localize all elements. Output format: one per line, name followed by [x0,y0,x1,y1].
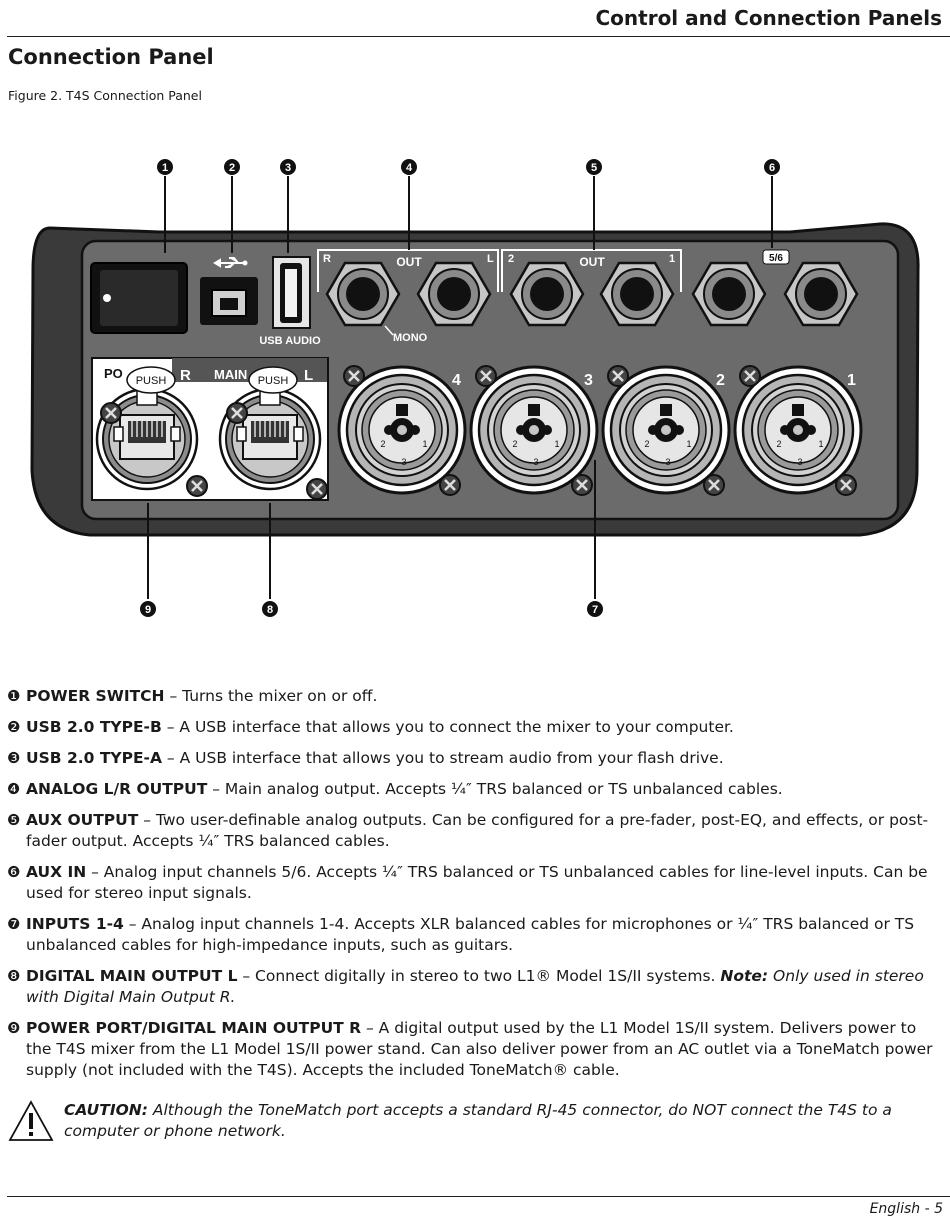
callout-7: 7 [592,604,598,616]
out-l-label: L [487,253,494,265]
note-label: Note: [720,967,769,985]
item-name: AUX OUTPUT [26,811,139,829]
item-name: USB 2.0 TYPE-B [26,718,162,736]
svg-text:1: 1 [818,439,823,449]
item-description: – Two user-definable analog outputs. Can… [26,811,929,850]
list-item: ❼ INPUTS 1-4 – Analog input channels 1-4… [7,914,945,956]
m-badge: M [214,478,223,490]
caution-text: Although the ToneMatch port accepts a st… [64,1101,892,1140]
callout-8: 8 [267,604,273,616]
svg-text:1: 1 [686,439,691,449]
callout-3: 3 [285,162,291,174]
svg-text:3: 3 [401,457,406,467]
item-number: ❶ [7,687,21,705]
aux-out-label: OUT [579,255,605,269]
footer-rule [7,1196,950,1197]
item-description: – A USB interface that allows you to str… [162,749,724,767]
item-description: – A USB interface that allows you to con… [161,718,734,736]
item-number: ❺ [7,811,21,829]
section-title: Connection Panel [8,45,214,69]
svg-text:2: 2 [512,439,517,449]
item-description: – Analog input channels 5/6. Accepts ¼″ … [26,863,928,902]
page-number: English - 5 [869,1201,943,1217]
list-item: ❾ POWER PORT/DIGITAL MAIN OUTPUT R – A d… [7,1018,945,1081]
item-description: – A digital output used by the L1 Model … [26,1019,933,1079]
svg-text:2: 2 [776,439,781,449]
list-item: ❺ AUX OUTPUT – Two user-definable analog… [7,810,945,852]
item-number: ❸ [7,749,21,767]
item-name: AUX IN [26,863,87,881]
callout-1: 1 [162,162,168,174]
input-3-label: 3 [584,372,593,389]
item-number: ❷ [7,718,21,736]
svg-text:3: 3 [797,457,802,467]
input-1-label: 1 [847,372,856,389]
item-description: – Main analog output. Accepts ¼″ TRS bal… [207,780,783,798]
warning-triangle-icon [8,1100,64,1148]
main-r-label: R [180,367,191,384]
list-item: ❹ ANALOG L/R OUTPUT – Main analog output… [7,779,945,800]
item-name: USB 2.0 TYPE-A [26,749,162,767]
push-label-1: PUSH [136,375,167,387]
item-name: INPUTS 1-4 [26,915,124,933]
item-number: ❼ [7,915,21,933]
input-4-label: 4 [452,372,461,389]
item-description: – Turns the mixer on or off. [164,687,378,705]
usb-icon [213,257,248,268]
item-number: ❹ [7,780,21,798]
connection-panel-illustration: USB AUDIO R OUT L 2 OUT 1 5/6 MONO PO R … [30,159,920,617]
input-2-label: 2 [716,372,725,389]
list-item: ❻ AUX IN – Analog input channels 5/6. Ac… [7,862,945,904]
aux-in-label: 5/6 [769,253,783,264]
mono-label: MONO [393,332,428,344]
caution-label: CAUTION: [64,1101,148,1119]
svg-text:2: 2 [380,439,385,449]
main-out-label: OUT [396,255,422,269]
svg-text:1: 1 [422,439,427,449]
push-label-2: PUSH [258,375,289,387]
list-item: ❶ POWER SWITCH – Turns the mixer on or o… [7,686,945,707]
callout-2: 2 [229,162,235,174]
figure-caption: Figure 2. T4S Connection Panel [8,88,202,103]
main-l-label: L [304,367,313,384]
power-label: PO [104,366,123,381]
item-name: POWER PORT/DIGITAL MAIN OUTPUT R [26,1019,362,1037]
list-item: ❽ DIGITAL MAIN OUTPUT L – Connect digita… [7,966,945,1008]
callout-5: 5 [591,162,597,174]
item-description: – Analog input channels 1-4. Accepts XLR… [26,915,915,954]
callout-4: 4 [406,162,413,174]
svg-text:2: 2 [644,439,649,449]
item-number: ❾ [7,1019,21,1037]
item-name: ANALOG L/R OUTPUT [26,780,208,798]
note-text: Only used in stereo with Digital Main Ou… [26,967,924,1006]
item-number: ❽ [7,967,21,985]
callout-9: 9 [145,604,151,616]
item-number: ❻ [7,863,21,881]
svg-text:3: 3 [665,457,670,467]
aux-out-2-label: 2 [508,253,514,265]
aux-out-1-label: 1 [669,253,675,265]
usb-audio-label: USB AUDIO [259,335,321,347]
connection-descriptions: ❶ POWER SWITCH – Turns the mixer on or o… [7,686,945,1091]
main-label: MAIN [214,367,247,382]
out-r-label: R [323,253,331,265]
item-name: DIGITAL MAIN OUTPUT L [26,967,238,985]
list-item: ❸ USB 2.0 TYPE-A – A USB interface that … [7,748,945,769]
callout-6: 6 [769,162,775,174]
header-rule [7,36,950,37]
item-name: POWER SWITCH [26,687,165,705]
item-description: – Connect digitally in stereo to two L1®… [237,967,721,985]
caution-notice: CAUTION: Although the ToneMatch port acc… [8,1100,940,1148]
svg-text:3: 3 [533,457,538,467]
page-header-title: Control and Connection Panels [595,6,942,30]
list-item: ❷ USB 2.0 TYPE-B – A USB interface that … [7,717,945,738]
svg-text:1: 1 [554,439,559,449]
